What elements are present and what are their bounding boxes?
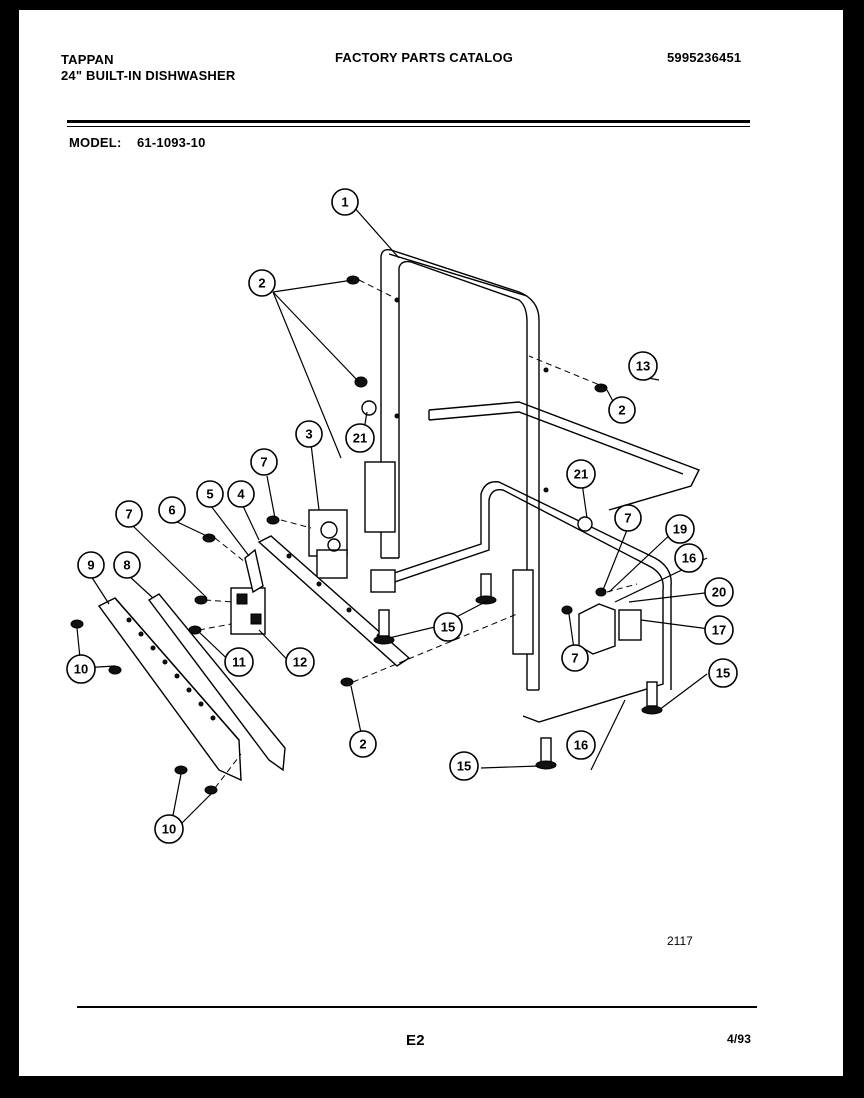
svg-text:15: 15 bbox=[457, 759, 471, 774]
screws bbox=[70, 275, 608, 795]
svg-text:20: 20 bbox=[712, 585, 726, 600]
hinge-bracket bbox=[578, 603, 642, 655]
svg-text:6: 6 bbox=[168, 503, 175, 518]
svg-text:7: 7 bbox=[571, 651, 578, 666]
callout-16: 16 bbox=[674, 543, 704, 573]
revision-date: 4/93 bbox=[727, 1032, 752, 1046]
rear-rail bbox=[428, 401, 700, 511]
callout-2: 2 bbox=[248, 269, 276, 297]
svg-text:16: 16 bbox=[682, 551, 696, 566]
svg-text:17: 17 bbox=[712, 623, 726, 638]
drawing-number: 2117 bbox=[667, 934, 693, 948]
callout-7: 7 bbox=[614, 504, 642, 532]
brand-name: TAPPAN bbox=[61, 52, 114, 67]
svg-text:9: 9 bbox=[87, 558, 94, 573]
side-bracket bbox=[512, 569, 534, 655]
svg-text:2: 2 bbox=[258, 276, 265, 291]
mounting-bar bbox=[257, 535, 411, 667]
page-number: E2 bbox=[406, 1032, 425, 1049]
callout-12: 12 bbox=[285, 647, 315, 677]
callout-5: 5 bbox=[196, 480, 224, 508]
svg-text:1: 1 bbox=[341, 195, 348, 210]
inner-frame bbox=[370, 481, 672, 723]
svg-text:10: 10 bbox=[162, 822, 176, 837]
callout-8: 8 bbox=[113, 551, 141, 579]
callout-15: 15 bbox=[433, 612, 463, 642]
callout-4: 4 bbox=[227, 480, 255, 508]
svg-text:21: 21 bbox=[353, 431, 367, 446]
callout-9: 9 bbox=[77, 551, 105, 579]
svg-text:11: 11 bbox=[232, 655, 246, 670]
callout-7: 7 bbox=[561, 644, 589, 672]
svg-text:13: 13 bbox=[636, 359, 650, 374]
callout-7: 7 bbox=[250, 448, 278, 476]
alignment-lines bbox=[198, 279, 638, 789]
callout-10: 10 bbox=[66, 654, 96, 684]
switch-block bbox=[230, 587, 266, 635]
kick-plate-bracket bbox=[147, 593, 286, 772]
valve-assembly bbox=[308, 461, 396, 579]
svg-text:21: 21 bbox=[574, 467, 588, 482]
callout-3: 3 bbox=[295, 420, 323, 448]
svg-text:7: 7 bbox=[624, 511, 631, 526]
svg-text:4: 4 bbox=[237, 487, 245, 502]
svg-text:7: 7 bbox=[125, 507, 132, 522]
svg-text:12: 12 bbox=[293, 655, 307, 670]
door-frame bbox=[380, 248, 549, 691]
svg-text:10: 10 bbox=[74, 662, 88, 677]
svg-text:5: 5 bbox=[206, 487, 213, 502]
callout-10: 10 bbox=[154, 814, 184, 844]
leveling-legs bbox=[373, 573, 663, 770]
svg-text:15: 15 bbox=[441, 620, 455, 635]
svg-text:19: 19 bbox=[673, 522, 687, 537]
svg-text:2: 2 bbox=[359, 737, 366, 752]
footer-rule bbox=[77, 1006, 757, 1008]
callout-11: 11 bbox=[224, 647, 254, 677]
svg-text:16: 16 bbox=[574, 738, 588, 753]
kick-plate bbox=[97, 597, 242, 782]
callout-6: 6 bbox=[158, 496, 186, 524]
callout-21: 21 bbox=[566, 459, 596, 489]
callout-2: 2 bbox=[608, 396, 636, 424]
svg-text:3: 3 bbox=[305, 427, 312, 442]
svg-text:2: 2 bbox=[618, 403, 625, 418]
catalog-page: TAPPAN 24" BUILT-IN DISHWASHER FACTORY P… bbox=[19, 10, 843, 1076]
callout-2: 2 bbox=[349, 730, 377, 758]
header-rule-thick bbox=[67, 120, 750, 123]
callout-13: 13 bbox=[628, 351, 658, 381]
svg-text:15: 15 bbox=[716, 666, 730, 681]
callout-1: 1 bbox=[331, 188, 359, 216]
svg-text:8: 8 bbox=[123, 558, 130, 573]
callout-17: 17 bbox=[704, 615, 734, 645]
callout-15: 15 bbox=[449, 751, 479, 781]
catalog-title: FACTORY PARTS CATALOG bbox=[335, 50, 514, 65]
catalog-number: 5995236451 bbox=[667, 50, 742, 65]
exploded-parts-diagram: 1 2 2 2 3 4 5 6 7 7 7 7 8 9 10 10 11 12 … bbox=[66, 188, 738, 948]
callout-20: 20 bbox=[704, 577, 734, 607]
product-name: 24" BUILT-IN DISHWASHER bbox=[61, 68, 236, 83]
callout-19: 19 bbox=[665, 514, 695, 544]
callout-16: 16 bbox=[566, 730, 596, 760]
header-rule-thin bbox=[67, 126, 750, 127]
callout-7: 7 bbox=[115, 500, 143, 528]
callout-21: 21 bbox=[345, 423, 375, 453]
svg-text:7: 7 bbox=[260, 455, 267, 470]
callout-15: 15 bbox=[708, 658, 738, 688]
model-label: MODEL: bbox=[69, 135, 122, 150]
switch-bracket bbox=[244, 548, 264, 594]
model-number: 61-1093-10 bbox=[137, 135, 206, 150]
